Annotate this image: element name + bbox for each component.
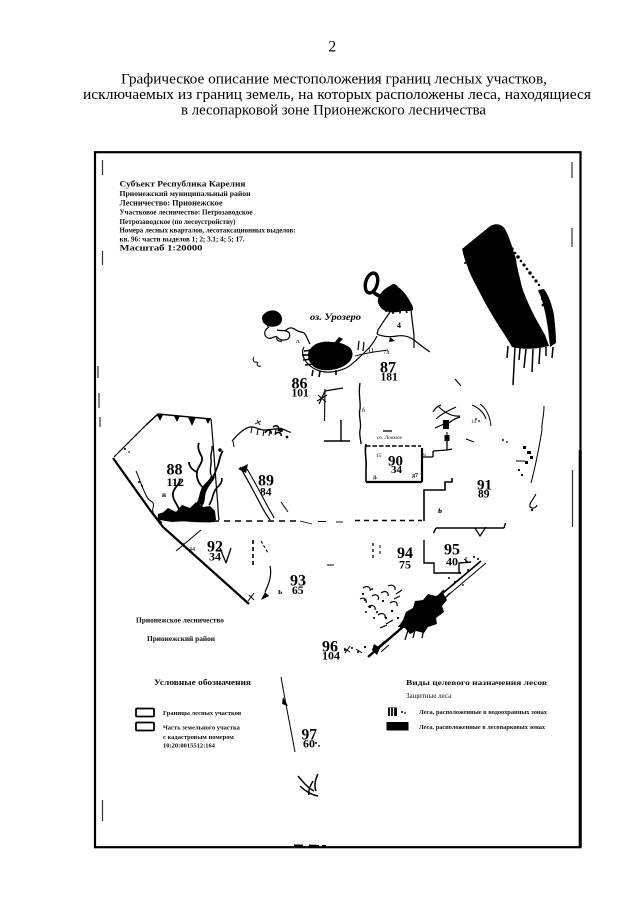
svg-text:Леса, расположенные в лесопарк: Леса, расположенные в лесопарковых зонах	[419, 725, 545, 731]
svg-text:4: 4	[397, 321, 401, 330]
svg-text:60: 60	[303, 737, 315, 751]
svg-text:1: 1	[182, 543, 185, 549]
svg-text:2: 2	[328, 39, 336, 56]
svg-text:Номера лесных кварталов, лесот: Номера лесных кварталов, лесотаксационны…	[120, 228, 296, 235]
svg-text:исключаемых из границ земель,: исключаемых из границ земель, на которых…	[83, 87, 591, 103]
svg-text:л.: л.	[296, 339, 301, 345]
svg-text:14: 14	[471, 420, 477, 425]
svg-text:ч: ч	[423, 452, 426, 458]
svg-text:84: 84	[260, 487, 272, 499]
svg-text:Лесничество: Прионежское: Лесничество: Прионежское	[120, 198, 224, 207]
svg-text:Виды целевого назначения лесов: Виды целевого назначения лесов	[406, 678, 547, 687]
svg-text:с кадастровым номером: с кадастровым номером	[163, 734, 234, 741]
svg-text:112: 112	[167, 475, 184, 489]
svg-text:д.: д.	[373, 475, 378, 481]
svg-text:11: 11	[368, 347, 374, 354]
svg-text:Границы лесных участков: Границы лесных участков	[163, 710, 242, 717]
svg-text:104: 104	[322, 649, 340, 663]
svg-text:б: б	[362, 407, 365, 414]
svg-text:34: 34	[209, 550, 221, 564]
svg-text:44: 44	[189, 547, 195, 553]
svg-text:95: 95	[444, 542, 460, 559]
svg-text:101: 101	[292, 388, 310, 400]
svg-text:Петрозаводское (по лесоустройс: Петрозаводское (по лесоустройству)	[120, 218, 237, 226]
svg-text:89: 89	[258, 473, 274, 490]
svg-text:Участковое лесничество: Петроз: Участковое лесничество: Петрозаводское	[120, 209, 253, 217]
svg-text:кв. 96: части выделов 1; 2; 3.: кв. 96: части выделов 1; 2; 3.1; 4; 5; 1…	[120, 236, 245, 244]
svg-text:93: 93	[290, 573, 306, 590]
svg-text:7л: 7л	[383, 349, 390, 356]
svg-text:Субъект Республика Карелия: Субъект Республика Карелия	[120, 179, 246, 189]
svg-text:Леса, расположенные в водоохра: Леса, расположенные в водоохранных зонах	[419, 710, 547, 716]
svg-text:96: 96	[322, 639, 338, 656]
svg-text:Масштаб 1:20000: Масштаб 1:20000	[120, 243, 204, 253]
svg-text:90: 90	[388, 454, 403, 470]
svg-text:д7: д7	[412, 473, 418, 479]
svg-text:Прионежский район: Прионежский район	[147, 636, 215, 643]
svg-text:в лесопарковой зоне Прионежско: в лесопарковой зоне Прионежского лесниче…	[181, 103, 487, 119]
svg-text:34: 34	[391, 464, 403, 476]
svg-text:ь: ь	[438, 505, 442, 515]
svg-text:86: 86	[292, 376, 308, 393]
svg-text:оз. Ловмое: оз. Ловмое	[377, 435, 403, 441]
svg-text:87: 87	[380, 360, 396, 377]
svg-text:75: 75	[399, 558, 411, 572]
svg-text:88: 88	[167, 462, 183, 479]
svg-text:91: 91	[477, 478, 492, 494]
svg-text:Прионежское лесничество: Прионежское лесничество	[136, 618, 225, 625]
svg-text:94: 94	[397, 545, 413, 562]
svg-text:Защитные леса: Защитные леса	[406, 692, 452, 700]
svg-text:ь: ь	[278, 587, 283, 596]
svg-text:40: 40	[446, 555, 458, 569]
svg-text:Прионежский муниципальный райо: Прионежский муниципальный район	[120, 189, 252, 198]
svg-text:15: 15	[376, 453, 382, 459]
svg-text:89: 89	[478, 489, 490, 501]
svg-text:92: 92	[207, 539, 223, 556]
svg-text:Часть земельного участка: Часть земельного участка	[163, 725, 241, 732]
svg-text:65: 65	[292, 585, 304, 597]
svg-text:Графическое описание местополо: Графическое описание местоположения гран…	[121, 72, 547, 88]
svg-text:10:20:0015512:164: 10:20:0015512:164	[163, 743, 216, 750]
svg-text:н: н	[162, 491, 166, 499]
svg-text:Условные обозначения: Условные обозначения	[154, 677, 251, 687]
svg-text:181: 181	[381, 372, 399, 384]
svg-text:оз. Урозеро: оз. Урозеро	[310, 313, 361, 323]
svg-text:97: 97	[302, 727, 318, 744]
